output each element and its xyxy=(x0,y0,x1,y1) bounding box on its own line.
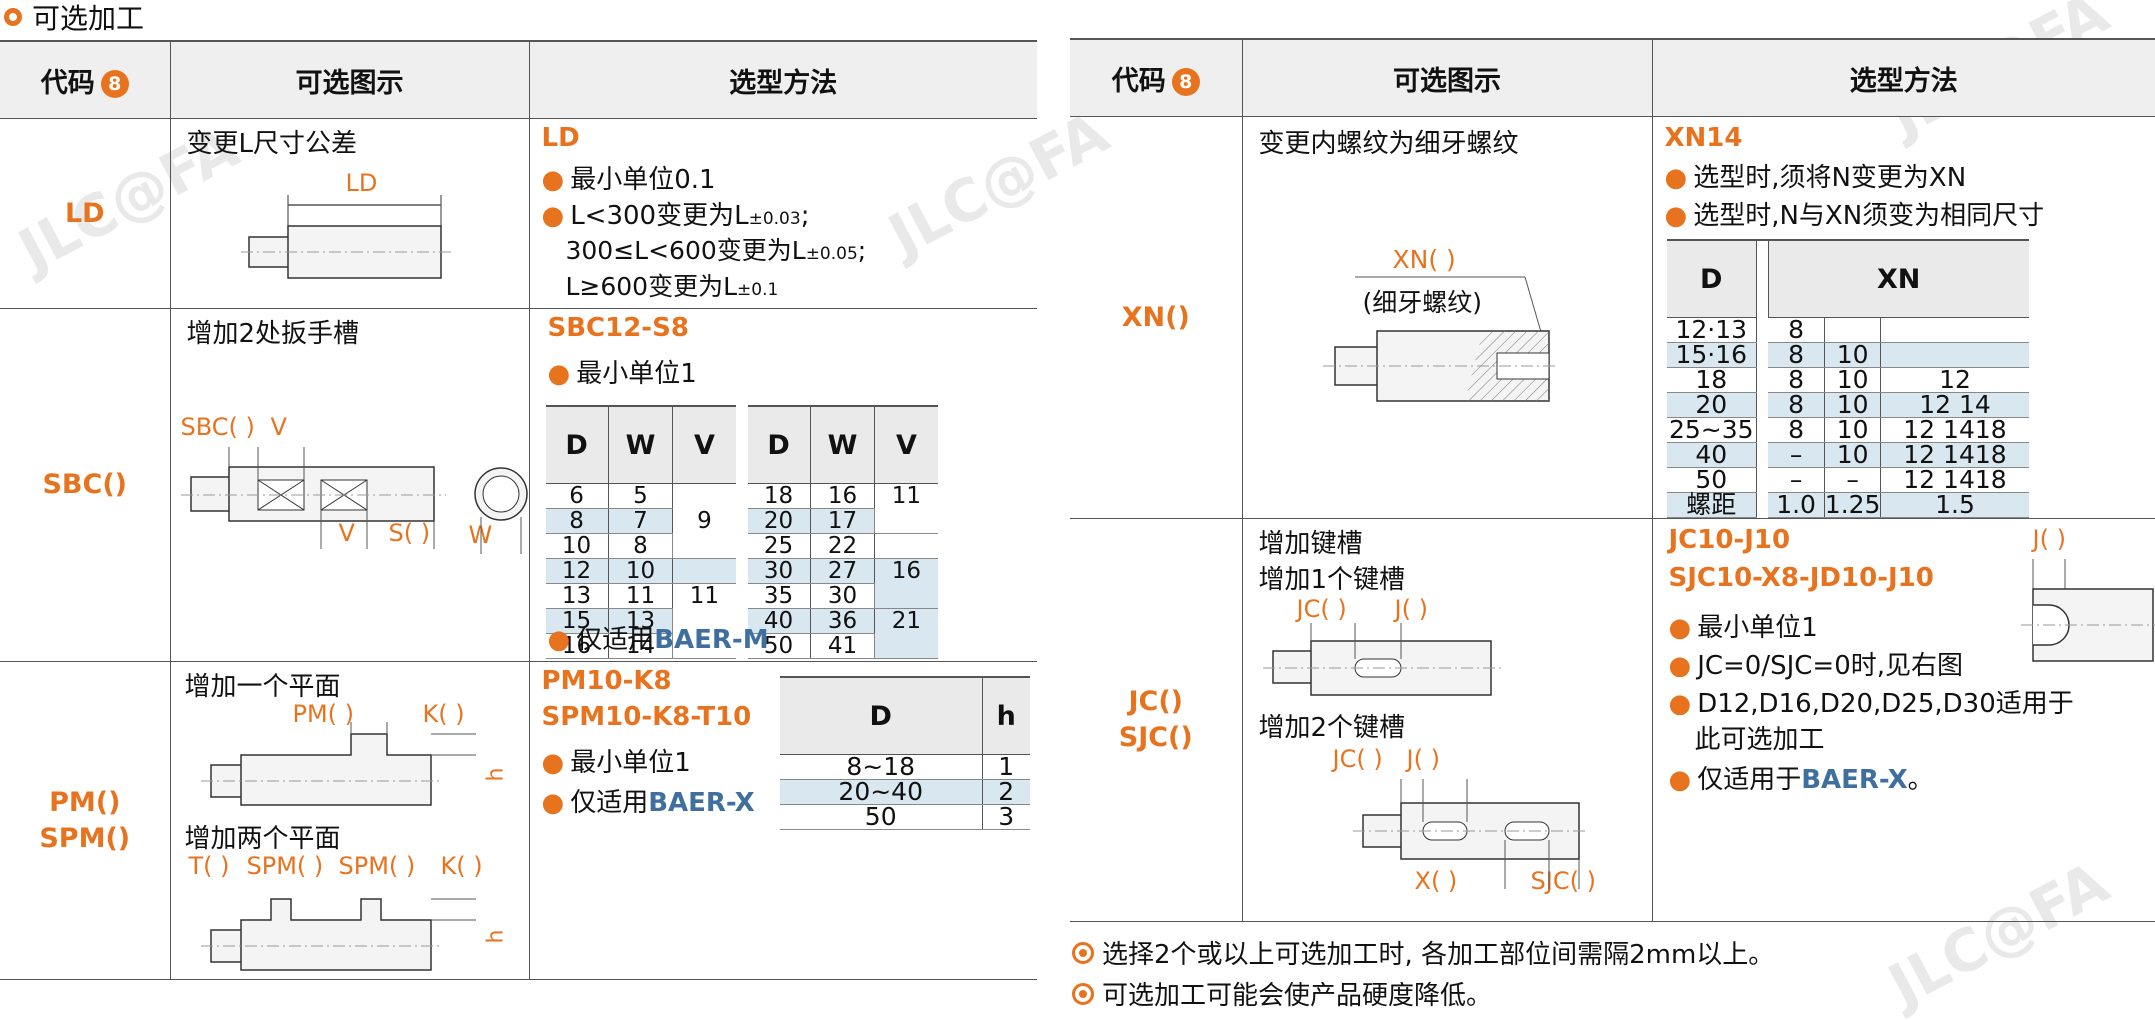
code-ld: LD xyxy=(0,119,170,309)
header-illustration: 可选图示 xyxy=(170,41,529,119)
header-method-right: 选型方法 xyxy=(1652,39,2155,117)
illustration-jc: 增加键槽 增加1个键槽 JC( ) J( ) 增加2个键槽 JC( ) J( )… xyxy=(1242,519,1652,922)
sbc-diagram xyxy=(171,309,530,662)
badge-8: 8 xyxy=(1172,68,1200,96)
illustration-xn: 变更内螺纹为细牙螺纹 XN( ) (细牙螺纹) xyxy=(1242,117,1652,519)
jc-diagram xyxy=(1243,519,1653,922)
code-xn: XN() xyxy=(1070,117,1242,519)
section-title: 可选加工 xyxy=(0,0,144,34)
code-pm: PM()SPM() xyxy=(0,662,170,980)
note-icon xyxy=(1072,983,1094,1005)
illustration-sbc: 增加2处扳手槽 SBC( ) V V S( ) W xyxy=(170,309,529,662)
method-pm: PM10-K8 SPM10-K8-T10 ●最小单位1 ●仅适用BAER-X D… xyxy=(529,662,1037,980)
illustration-ld: 变更L尺寸公差 LD xyxy=(170,119,529,309)
note-icon xyxy=(1072,942,1094,964)
header-method: 选型方法 xyxy=(529,41,1037,119)
illustration-pm: 增加一个平面 PM( ) K( ) h 增加两个平面 T( ) SPM( ) S… xyxy=(170,662,529,980)
code-sbc: SBC() xyxy=(0,309,170,662)
xn-diagram xyxy=(1243,117,1653,519)
note-1: 选择2个或以上可选加工时, 各加工部位间需隔2mm以上。 xyxy=(1072,934,1774,971)
ld-diagram xyxy=(171,119,530,309)
badge-8: 8 xyxy=(101,70,129,98)
note-2: 可选加工可能会使产品硬度降低。 xyxy=(1072,975,1492,1012)
header-illustration-right: 可选图示 xyxy=(1242,39,1652,117)
method-jc: JC10-J10 SJC10-X8-JD10-J10 J( ) ●最小单位1 ●… xyxy=(1652,519,2155,922)
pm-diagram xyxy=(171,662,530,980)
code-jc: JC()SJC() xyxy=(1070,519,1242,922)
method-ld: LD ●最小单位0.1 ●L<300变更为L±0.03; 300≤L<600变更… xyxy=(529,119,1037,309)
ring-icon xyxy=(4,8,22,26)
